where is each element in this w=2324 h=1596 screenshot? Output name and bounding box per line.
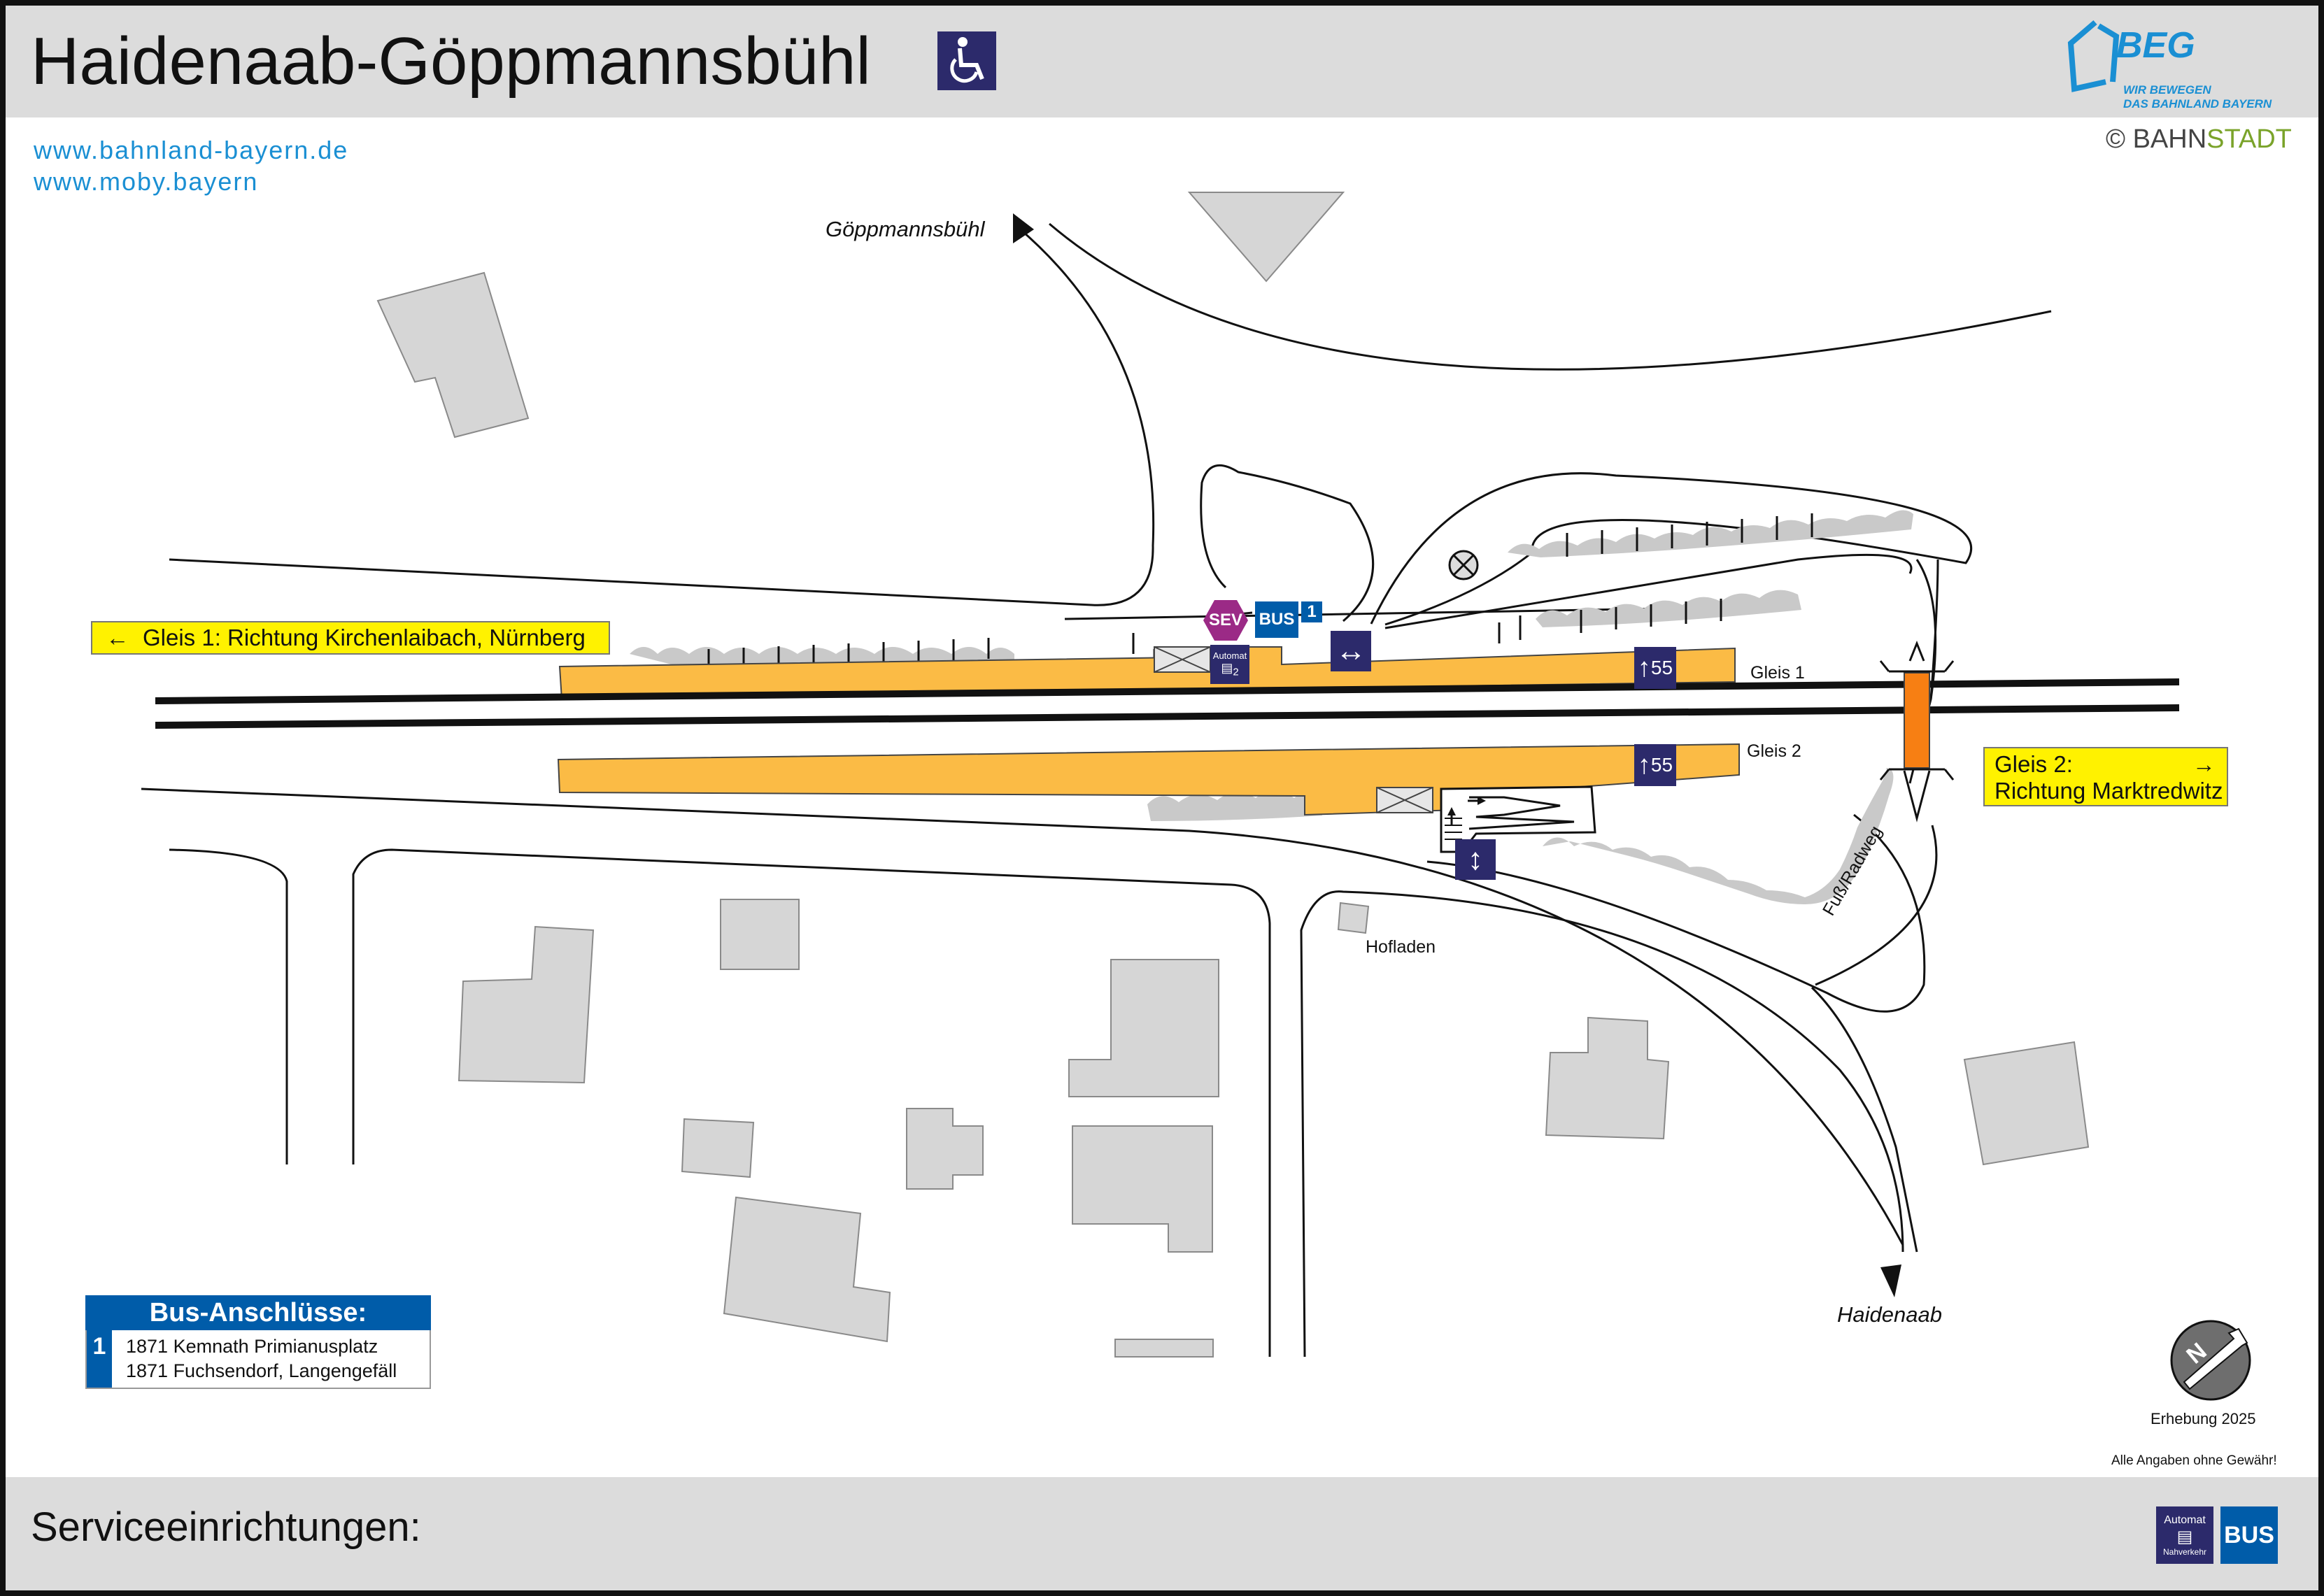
path-edge <box>1815 825 1938 986</box>
bus-stop-icon: BUS <box>1255 601 1298 638</box>
building <box>1068 959 1219 1097</box>
link-bahnland[interactable]: www.bahnland-bayern.de <box>34 136 349 164</box>
platform-height-value-1: 55 <box>1650 657 1673 678</box>
hedge <box>1147 791 1322 821</box>
place-hofladen: Hofladen <box>1366 937 1436 957</box>
building <box>1114 1339 1214 1358</box>
building <box>681 1118 755 1178</box>
ticket-machine-icon: Automat ▤2 <box>1210 645 1249 684</box>
header-bar <box>6 6 2318 117</box>
building <box>1187 192 1345 283</box>
traffic-island <box>1200 464 1375 622</box>
beg-logo: BEG WIR BEWEGEN DAS BAHNLAND BAYERN <box>2046 8 2298 117</box>
roads <box>141 222 2052 1358</box>
platform-height-icon-gleis-1: ↑55 <box>1634 647 1676 689</box>
footer-bar <box>6 1477 2318 1590</box>
road-edge <box>1426 813 1926 1013</box>
direction-gleis-2-line2: Richtung Marktredwitz <box>1994 778 2223 804</box>
road-edge <box>169 848 288 1164</box>
arrow-left-icon: ← <box>106 625 129 650</box>
buildings <box>376 192 2090 1358</box>
direction-arrow-goeppmannsbuehl <box>1013 213 1034 243</box>
building <box>720 899 800 970</box>
gleis-1-label: Gleis 1 <box>1750 663 1805 683</box>
road-edge <box>1049 222 2052 371</box>
gleis-2-label: Gleis 2 <box>1747 741 1801 761</box>
compass-rose <box>2170 1320 2251 1401</box>
direction-arrow-haidenaab <box>1880 1264 1901 1297</box>
road-edge <box>169 226 1155 606</box>
copyright-bahnstadt: © BAHNSTADT <box>2106 124 2292 155</box>
building <box>906 1108 984 1190</box>
road-edge <box>141 788 1904 1246</box>
footer-nahverkehr-label: Nahverkehr <box>2162 1546 2207 1557</box>
path-edge <box>1929 559 1939 700</box>
footer-ticket-machine-label: Automat <box>2164 1513 2206 1526</box>
platform-height-value-2: 55 <box>1650 754 1673 776</box>
shelters <box>1154 646 1433 813</box>
beg-tagline-1: WIR BEWEGEN <box>2123 83 2211 97</box>
bus-line: 1871 Fuchsendorf, Langengefäll <box>126 1360 397 1381</box>
building <box>458 925 595 1084</box>
hedge <box>1543 768 1894 904</box>
service-facilities-title: Serviceeinrichtungen: <box>31 1504 421 1550</box>
road-edge <box>352 848 1271 1357</box>
road-edge <box>1384 553 1913 629</box>
ticket-machine-label: Automat <box>1212 650 1247 662</box>
wheelchair-accessible-icon <box>937 31 996 90</box>
copyright-bahn: BAHN <box>2132 124 2207 154</box>
arrow-right-icon: → <box>2192 751 2216 777</box>
copyright-symbol: © <box>2106 124 2125 154</box>
road-edge <box>1811 986 1918 1253</box>
copyright-stadt: STADT <box>2206 124 2292 154</box>
platform-height-icon-gleis-2: ↑55 <box>1634 744 1676 786</box>
bus-connections-box: Bus-Anschlüsse: 1 1871 Kemnath Primianus… <box>85 1295 431 1389</box>
building <box>1337 902 1370 934</box>
direction-gleis-1-text: Gleis 1: Richtung Kirchenlaibach, Nürnbe… <box>143 625 586 650</box>
bus-connections-title: Bus-Anschlüsse: <box>85 1295 431 1330</box>
direction-sign-gleis-1: ← Gleis 1: Richtung Kirchenlaibach, Nürnb… <box>91 621 610 655</box>
place-goeppmannsbuehl: Göppmannsbühl <box>826 217 985 241</box>
building <box>1072 1125 1213 1253</box>
road-edge <box>1300 890 1904 1358</box>
road-edge <box>1064 607 1673 620</box>
ticket-machine-number: 2 <box>1233 666 1239 678</box>
footer-bus-icon: BUS <box>2220 1506 2278 1564</box>
track-2 <box>155 704 2180 729</box>
direction-gleis-2-line1: Gleis 2: <box>1994 751 2073 777</box>
beg-logo-text: BEG <box>2116 25 2195 66</box>
beg-tagline-2: DAS BAHNLAND BAYERN <box>2123 97 2272 111</box>
crossing-barriers <box>1879 640 1955 822</box>
link-moby[interactable]: www.moby.bayern <box>34 167 259 196</box>
building <box>723 1196 891 1343</box>
lamp-post <box>1448 550 1479 580</box>
level-access-vertical-icon: ↕ <box>1455 839 1496 880</box>
survey-year: Erhebung 2025 <box>2151 1410 2256 1427</box>
bus-stop-number: 1 <box>1301 601 1322 622</box>
disclaimer: Alle Angaben ohne Gewähr! <box>2111 1453 2277 1468</box>
direction-sign-gleis-2: Gleis 2: Richtung Marktredwitz → <box>1983 747 2228 806</box>
hedge <box>1508 510 1913 557</box>
building <box>1545 1016 1670 1140</box>
track-1 <box>155 678 2180 704</box>
level-access-horizontal-icon: ↔ <box>1331 631 1371 671</box>
hedge <box>1536 590 1801 627</box>
building <box>376 271 530 439</box>
bus-line: 1871 Kemnath Primianusplatz <box>126 1336 378 1357</box>
station-title: Haidenaab-Göppmannsbühl <box>31 24 871 99</box>
footer-ticket-machine-icon: Automat ▤ Nahverkehr <box>2156 1506 2213 1564</box>
building <box>1963 1041 2090 1166</box>
bus-connections-stop-number: 1 <box>87 1330 112 1388</box>
stairs-ramp <box>1440 785 1596 853</box>
place-haidenaab: Haidenaab <box>1837 1302 1942 1327</box>
level-crossing <box>1904 672 1930 769</box>
website-links: www.bahnland-bayern.de www.moby.bayern <box>34 134 348 197</box>
